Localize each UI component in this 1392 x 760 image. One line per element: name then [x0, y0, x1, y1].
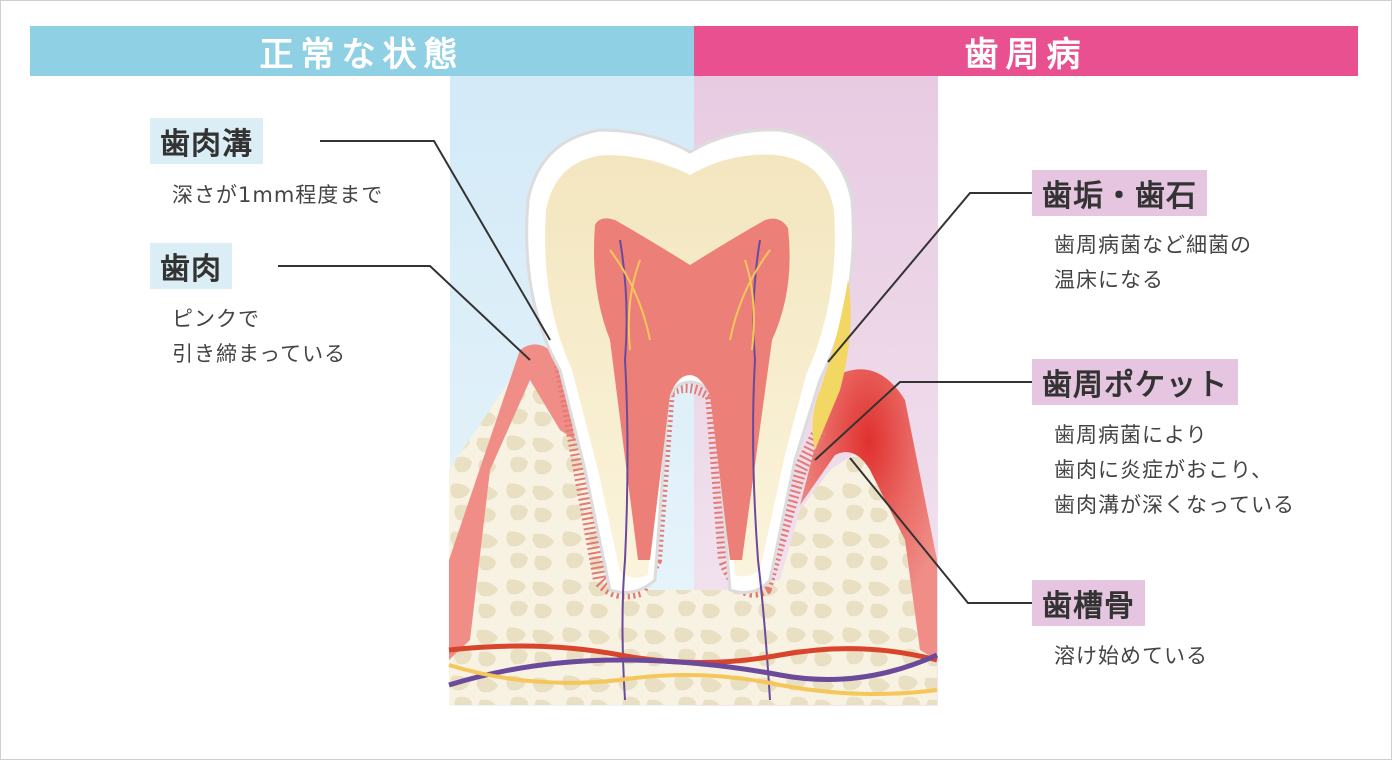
- leader-sulcus: [320, 140, 551, 341]
- plaque-calculus: [812, 280, 851, 450]
- label-gingival-sulcus: 歯肉溝: [150, 118, 263, 164]
- header-normal-state: 正常な状態: [30, 26, 694, 76]
- desc-periodontal-pocket: 歯周病菌により 歯肉に炎症がおこり、 歯肉溝が深くなっている: [1054, 423, 1295, 517]
- vessel-left: [609, 249, 651, 351]
- desc-plaque-calculus: 歯周病菌など細菌の 温床になる: [1054, 233, 1252, 292]
- leader-bone: [849, 457, 1032, 604]
- blood-vessel-purple: [448, 652, 939, 688]
- header-periodontal-disease: 歯周病: [694, 26, 1358, 76]
- nerve-left: [619, 239, 629, 701]
- desc-gingival-sulcus: 深さが1mm程度まで: [172, 183, 384, 207]
- desc-alveolar-bone: 溶け始めている: [1054, 644, 1208, 668]
- label-plaque-calculus: 歯垢・歯石: [1032, 170, 1207, 216]
- label-gum: 歯肉: [150, 243, 232, 289]
- label-alveolar-bone: 歯槽骨: [1032, 580, 1145, 626]
- label-periodontal-pocket: 歯周ポケット: [1032, 359, 1238, 405]
- alveolar-bone: [449, 380, 937, 705]
- desc-gum: ピンクで 引き締まっている: [172, 307, 347, 366]
- leader-gum: [278, 265, 531, 361]
- leader-plaque: [827, 192, 1032, 363]
- leader-pocket: [814, 381, 1032, 461]
- vessel-right: [729, 249, 771, 351]
- blood-vessel-yellow: [448, 663, 938, 696]
